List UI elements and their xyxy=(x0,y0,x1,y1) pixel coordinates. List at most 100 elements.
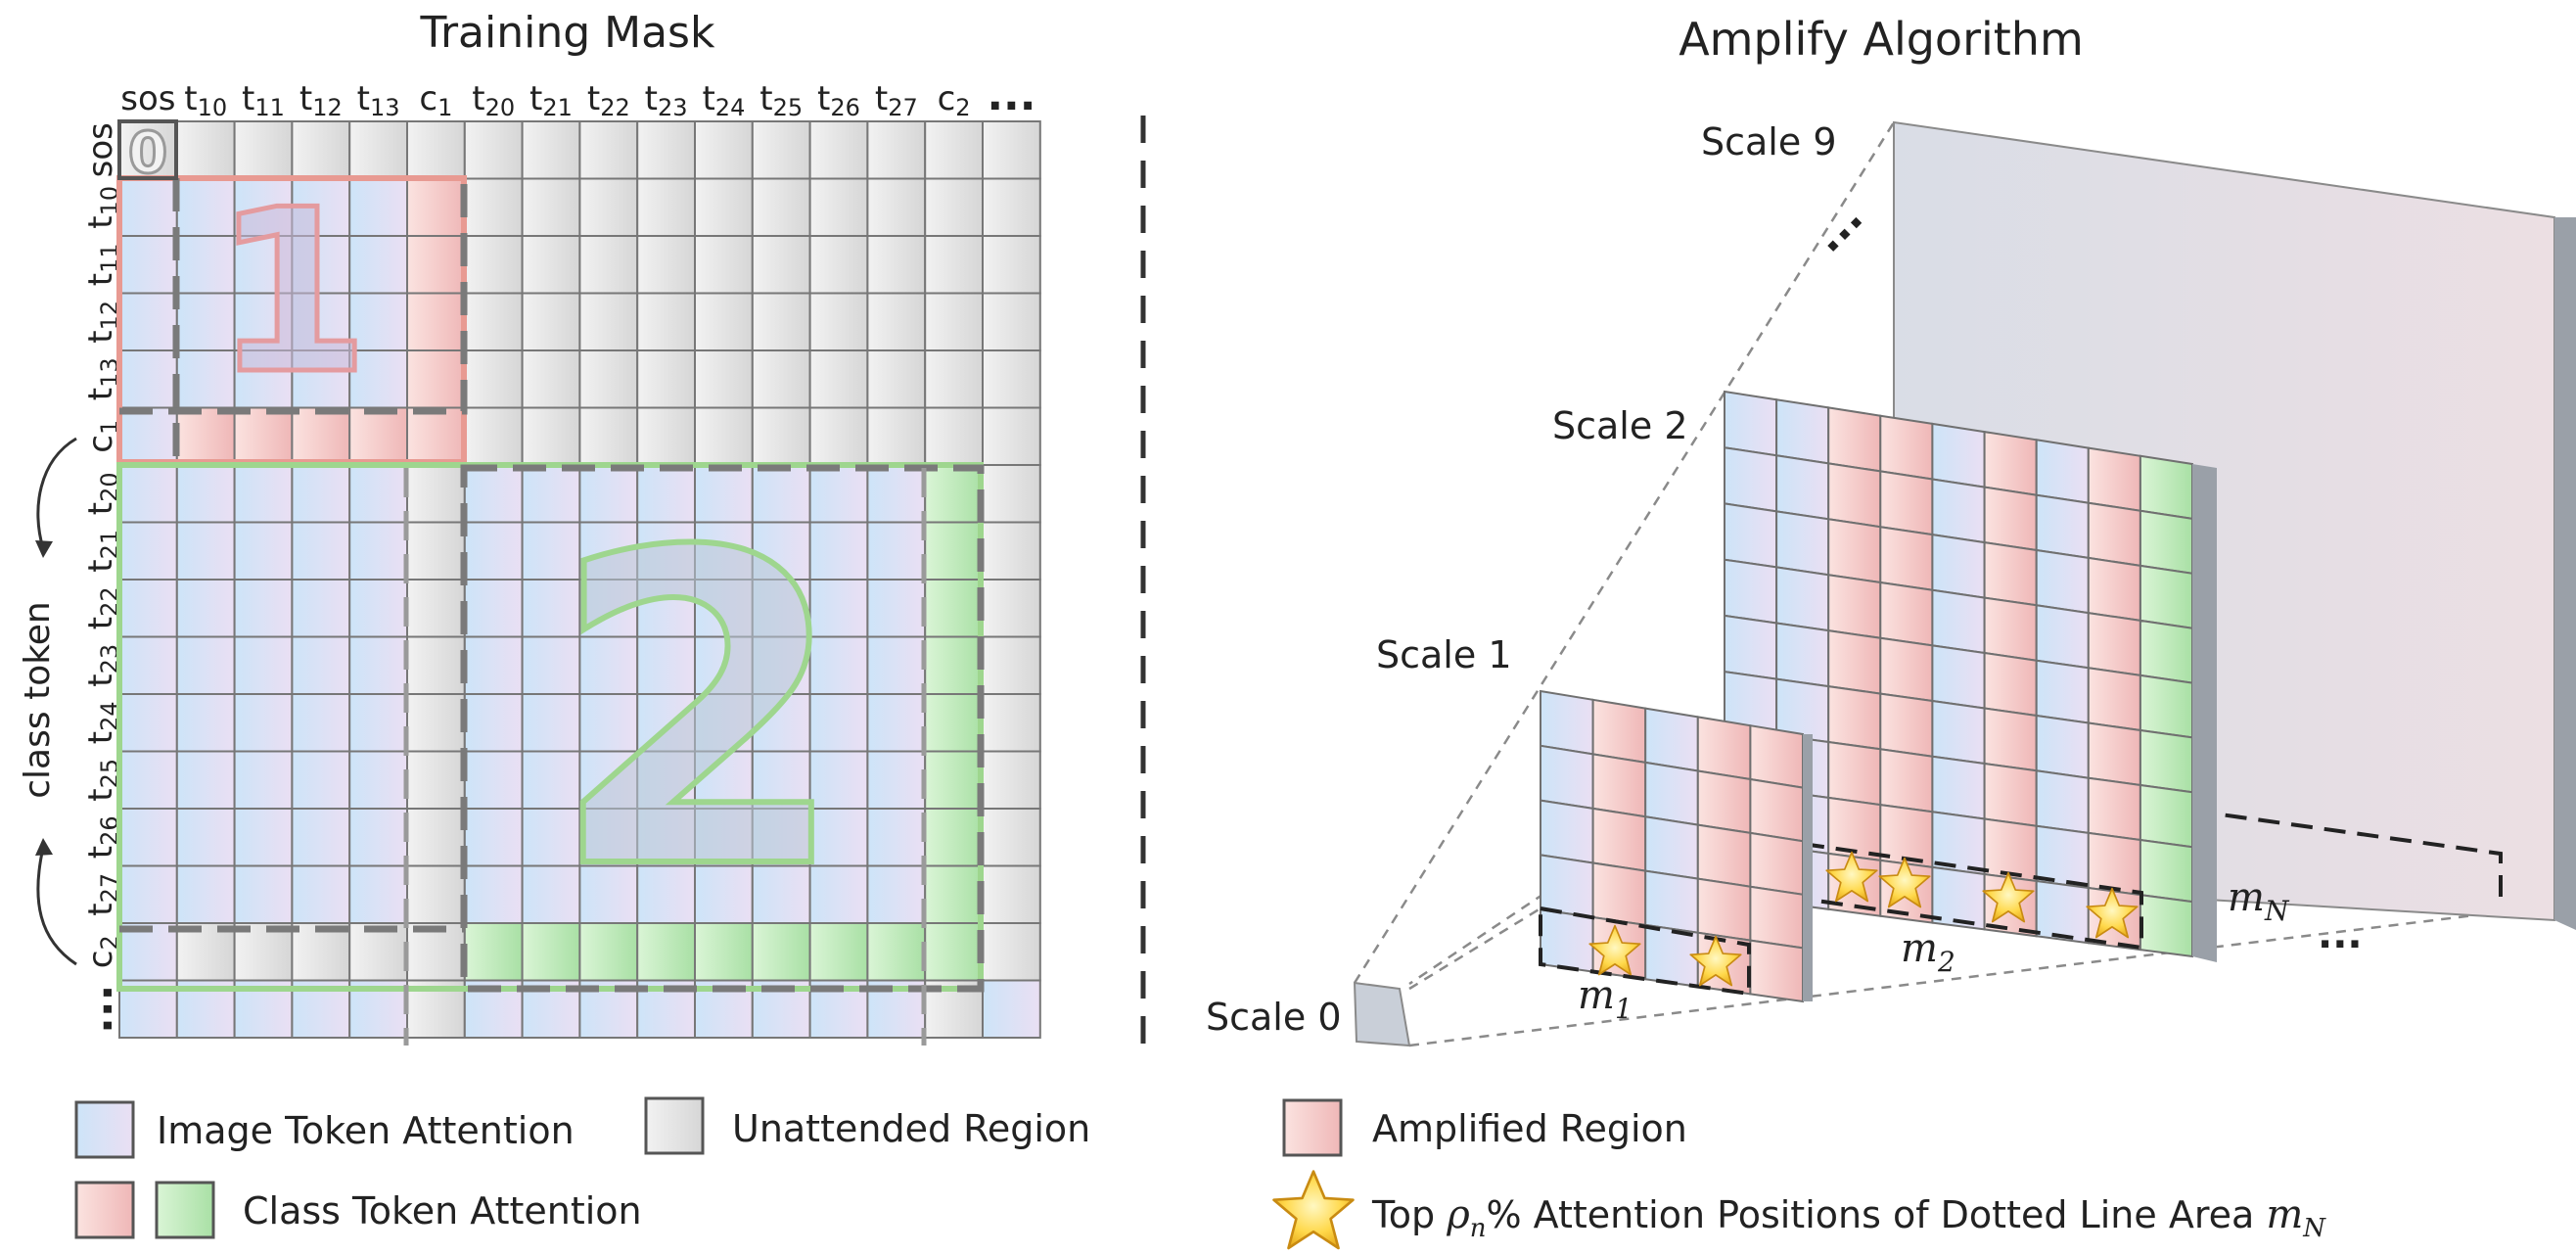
scale-cell xyxy=(2035,439,2090,504)
mask-column-label: c1 xyxy=(419,79,452,121)
mask-cell xyxy=(866,579,927,638)
scale-cell xyxy=(1983,540,2038,607)
mask-cell xyxy=(924,864,985,924)
dotted-area-mN xyxy=(2191,809,2503,906)
mask-cell xyxy=(636,864,697,924)
scale-cell xyxy=(1724,614,1778,680)
mask-cell xyxy=(982,235,1041,295)
mask-cell xyxy=(866,750,927,810)
mask-cell xyxy=(118,635,178,695)
scale-cell xyxy=(1644,707,1699,772)
mask-cell xyxy=(982,406,1041,466)
mask-column-label: t10 xyxy=(184,79,227,121)
scale-cell xyxy=(1931,699,1986,766)
scale-cell xyxy=(1696,769,1752,835)
scale-cell xyxy=(1540,689,1594,756)
mask-cell xyxy=(406,521,466,581)
mask-cell xyxy=(578,521,639,581)
mask-cell xyxy=(578,235,639,295)
scale-cell xyxy=(2087,831,2141,897)
mask-cell xyxy=(463,693,524,753)
mask-cell xyxy=(521,693,581,753)
mask-cell xyxy=(636,922,697,982)
scale-2-label: Scale 2 xyxy=(1552,404,1688,447)
mask-cell xyxy=(175,864,236,924)
mask-cell xyxy=(118,922,178,982)
mask-cell xyxy=(578,464,639,524)
mask-cell xyxy=(406,235,466,295)
mask-cell xyxy=(578,349,639,409)
mask-cell xyxy=(118,292,178,351)
scale-cell xyxy=(1983,762,2038,827)
mask-cell xyxy=(982,579,1041,638)
scale-cell xyxy=(1749,777,1804,843)
mask-cell xyxy=(578,864,639,924)
scale-cell xyxy=(1827,462,1882,529)
scale-cell xyxy=(1931,644,1986,710)
mask-cell xyxy=(118,235,178,295)
scale-cell xyxy=(2139,619,2193,684)
mask-cell xyxy=(406,750,466,810)
mask-cell xyxy=(463,808,524,867)
scale-cell xyxy=(1827,740,1882,807)
scale-1-label: Scale 1 xyxy=(1376,633,1512,676)
mask-cell xyxy=(463,750,524,810)
mask-cell xyxy=(866,864,927,924)
region-1-dashed-boundary xyxy=(119,178,468,415)
scale-cell xyxy=(1591,753,1647,818)
mask-cell xyxy=(924,521,985,581)
mask-cell xyxy=(406,635,466,695)
mask-cell xyxy=(982,864,1041,924)
mask-cell xyxy=(866,177,927,237)
mask-column-label: t24 xyxy=(702,79,745,121)
scale-cell xyxy=(1827,628,1882,695)
mask-cell xyxy=(291,864,351,924)
mask-cell xyxy=(751,464,811,524)
mask-cell xyxy=(751,292,811,351)
mask-cell xyxy=(924,635,985,695)
mask-cell xyxy=(982,292,1041,351)
scale-cell xyxy=(1775,622,1830,688)
legend-amplified-label: Amplified Region xyxy=(1372,1107,1687,1150)
mask-cell xyxy=(348,521,409,581)
mask-cell xyxy=(924,922,985,982)
scale-cell xyxy=(1775,398,1830,465)
scale-cell xyxy=(2087,501,2141,568)
mask-cell xyxy=(348,693,409,753)
mask-cell xyxy=(521,464,581,524)
mask-cell xyxy=(175,349,236,409)
mask-cell xyxy=(982,750,1041,810)
mask-cell xyxy=(463,864,524,924)
scale-cell xyxy=(2035,769,2090,835)
scale-1-grid xyxy=(1540,689,1804,1003)
mask-cell xyxy=(866,808,927,867)
mask-cell xyxy=(924,808,985,867)
mask-cell xyxy=(521,922,581,982)
mask-cell xyxy=(175,750,236,810)
class-token-arrowhead-up xyxy=(35,540,53,558)
mask-cell xyxy=(751,120,811,180)
mask-cell xyxy=(463,235,524,295)
mask-cell xyxy=(463,579,524,638)
legend-unattended-label: Unattended Region xyxy=(732,1107,1090,1150)
scale-cell xyxy=(2035,659,2090,724)
mask-cell xyxy=(175,808,236,867)
scale-cell xyxy=(2087,776,2141,842)
scale-cell xyxy=(1983,651,2038,718)
scale-cell xyxy=(1749,724,1804,789)
mask-cell xyxy=(406,177,466,237)
area-label-m2: m2 xyxy=(1901,926,1955,978)
scale-cell xyxy=(2035,714,2090,779)
mask-column-label: c2 xyxy=(938,79,971,121)
scale-cell xyxy=(2087,721,2141,787)
scale-cell xyxy=(1775,454,1830,521)
mask-column-label: t20 xyxy=(472,79,515,121)
mask-cell xyxy=(175,635,236,695)
scale-cell xyxy=(1931,533,1986,599)
mask-column-label: t27 xyxy=(875,79,918,121)
mask-cell xyxy=(406,864,466,924)
mask-cell xyxy=(924,693,985,753)
mask-cell xyxy=(808,292,869,351)
mask-cell xyxy=(694,750,754,810)
mask-cell xyxy=(578,292,639,351)
